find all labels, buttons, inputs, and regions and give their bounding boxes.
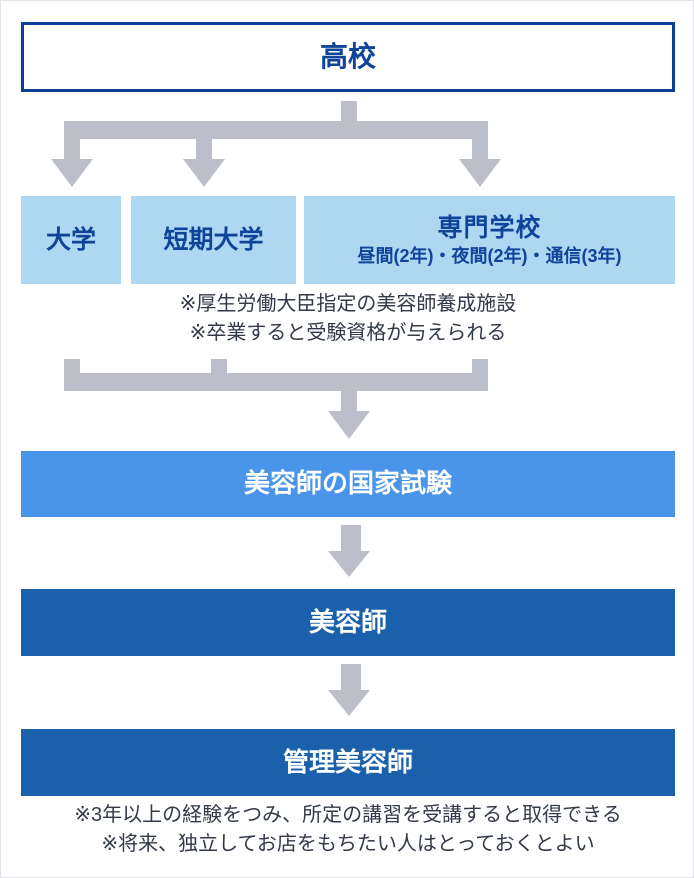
node-vocational-school: 専門学校 昼間(2年)・夜間(2年)・通信(3年) [304,196,675,284]
connector-stem-merge [341,391,357,411]
node-high-school: 高校 [21,22,675,92]
arrow-head-junior-college-icon [183,159,225,187]
connector-stem-stylist [341,525,361,551]
connector-stem-manager [341,664,361,690]
node-stylist-label: 美容師 [308,606,387,637]
school-notes: ※厚生労働大臣指定の美容師養成施設 ※卒業すると受験資格が与えられる [179,293,517,344]
node-junior-college-label: 短期大学 [163,226,264,254]
node-national-exam-label: 美容師の国家試験 [243,468,452,499]
node-vocational-school-sublabel: 昼間(2年)・夜間(2年)・通信(3年) [357,245,622,266]
connector-drop-vocational [472,139,488,161]
connector-stem-top [341,101,357,123]
manager-notes: ※3年以上の経験をつみ、所定の講習を受講すると取得できる ※将来、独立してお店を… [74,804,622,855]
node-junior-college: 短期大学 [131,196,296,284]
node-high-school-label: 高校 [319,41,376,73]
node-national-exam: 美容師の国家試験 [21,451,675,517]
arrow-head-univ-icon [51,159,93,187]
node-manager-stylist-label: 管理美容師 [282,746,413,777]
node-university-label: 大学 [45,226,96,254]
connector-bar-fanout [64,121,488,139]
connector-drop-univ [64,139,80,161]
arrow-head-manager-icon [328,690,370,716]
node-manager-stylist: 管理美容師 [21,729,675,796]
arrow-head-exam-icon [328,411,370,439]
node-university: 大学 [21,196,121,284]
node-vocational-school-label: 専門学校 [437,213,542,242]
connector-drop-junior-college [196,139,212,161]
arrow-head-vocational-icon [459,159,501,187]
node-stylist: 美容師 [21,589,675,656]
arrow-head-stylist-icon [328,551,370,577]
connector-bar-merge [64,373,488,391]
